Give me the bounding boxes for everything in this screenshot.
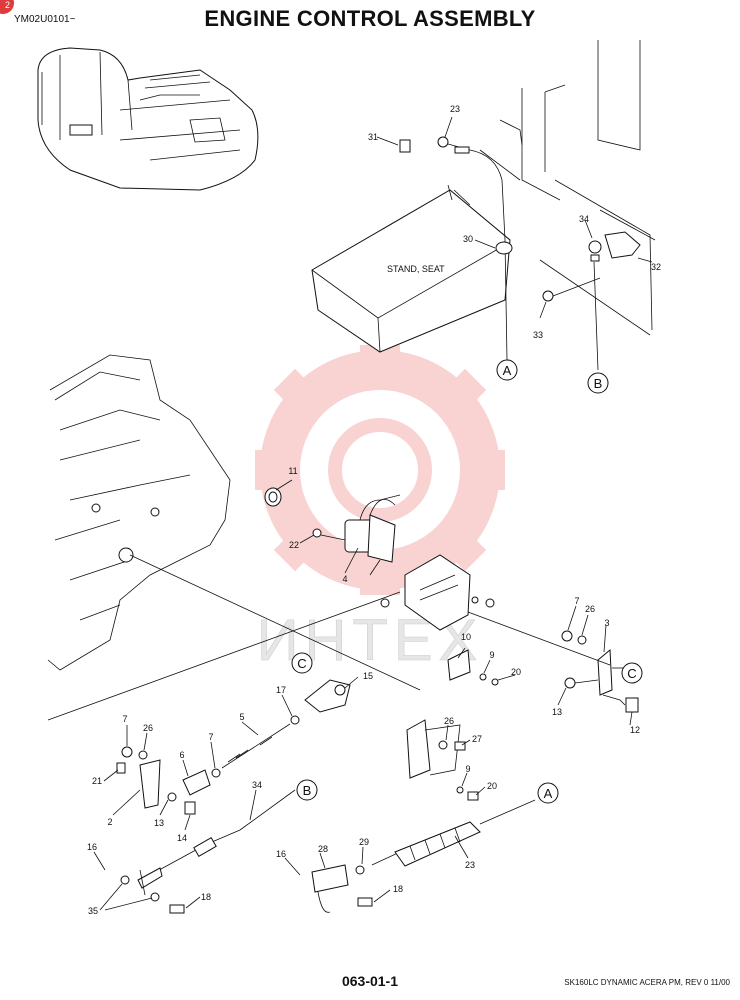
callout-26: 26 <box>143 723 153 733</box>
control-bracket <box>380 554 499 686</box>
page-badge: 2 <box>0 0 14 14</box>
callout-7: 7 <box>574 596 579 606</box>
callout-13: 13 <box>154 818 164 828</box>
callout-9: 9 <box>465 764 470 774</box>
callout-30: 30 <box>463 234 473 244</box>
callout-27: 27 <box>472 734 482 744</box>
machine-overview <box>37 47 259 191</box>
callout-34: 34 <box>252 780 262 790</box>
callout-34: 34 <box>579 214 589 224</box>
connector-c-left: C <box>291 652 313 674</box>
model-code: YM02U0101~ <box>14 14 76 25</box>
callout-9: 9 <box>489 650 494 660</box>
page-number: 063-01-1 <box>341 973 399 989</box>
callout-2: 2 <box>107 817 112 827</box>
callout-33: 33 <box>533 330 543 340</box>
engine-block <box>47 354 421 721</box>
callout-4: 4 <box>342 574 347 584</box>
callout-32: 32 <box>651 262 661 272</box>
callout-28: 28 <box>318 844 328 854</box>
svg-text:A: A <box>544 786 553 801</box>
callout-18: 18 <box>201 892 211 902</box>
callout-10: 10 <box>461 632 471 642</box>
callout-20: 20 <box>487 781 497 791</box>
part-31-clip <box>399 139 411 153</box>
throttle-cable-upper <box>437 136 513 361</box>
lever-right <box>467 611 639 713</box>
connector-a-top: A <box>496 359 518 381</box>
callout-16: 16 <box>276 849 286 859</box>
svg-text:B: B <box>594 376 603 391</box>
callout-22: 22 <box>289 540 299 550</box>
motor-assembly <box>264 487 401 563</box>
stand-label: STAND, SEAT <box>387 264 445 274</box>
linkage-left <box>116 746 221 815</box>
callout-29: 29 <box>359 837 369 847</box>
callout-7: 7 <box>122 714 127 724</box>
callout-13: 13 <box>552 707 562 717</box>
callout-26: 26 <box>585 604 595 614</box>
linkage-rod <box>221 679 351 769</box>
seat-stand <box>311 184 511 353</box>
callout-12: 12 <box>630 725 640 735</box>
callout-23: 23 <box>450 104 460 114</box>
svg-text:B: B <box>303 783 312 798</box>
callout-14: 14 <box>177 833 187 843</box>
svg-text:C: C <box>627 666 636 681</box>
callout-17: 17 <box>276 685 286 695</box>
callout-6: 6 <box>179 750 184 760</box>
connector-b-bottom: B <box>296 779 318 801</box>
throttle-cable-lower-b <box>120 789 296 914</box>
callout-7: 7 <box>208 732 213 742</box>
cab-structure <box>479 40 656 336</box>
callout-31: 31 <box>368 132 378 142</box>
callout-3: 3 <box>604 618 609 628</box>
connector-b-top: B <box>587 372 609 394</box>
svg-text:A: A <box>503 363 512 378</box>
page-title: ENGINE CONTROL ASSEMBLY <box>204 6 536 31</box>
callout-11: 11 <box>288 466 297 476</box>
leader-lines <box>93 116 653 911</box>
revision-note: SK160LC DYNAMIC ACERA PM, REV 0 11/00 <box>564 978 730 987</box>
callout-18: 18 <box>393 884 403 894</box>
callout-16: 16 <box>87 842 97 852</box>
mount-bracket <box>406 719 479 801</box>
callout-5: 5 <box>239 712 244 722</box>
connector-c-right: C <box>621 662 643 684</box>
callout-20: 20 <box>511 667 521 677</box>
throttle-cable-lower-a <box>311 799 536 913</box>
cable-bracket-upper <box>542 231 641 371</box>
callout-15: 15 <box>363 671 373 681</box>
callout-26: 26 <box>444 716 454 726</box>
callout-23: 23 <box>465 860 475 870</box>
callout-labels: 23 31 30 34 32 33 11 22 4 7 26 3 10 9 20 13 12 15 17 5 7 26 6 7… <box>87 104 661 916</box>
callout-35: 35 <box>88 906 98 916</box>
callout-21: 21 <box>92 776 102 786</box>
connector-a-bottom: A <box>537 782 559 804</box>
svg-text:C: C <box>297 656 306 671</box>
